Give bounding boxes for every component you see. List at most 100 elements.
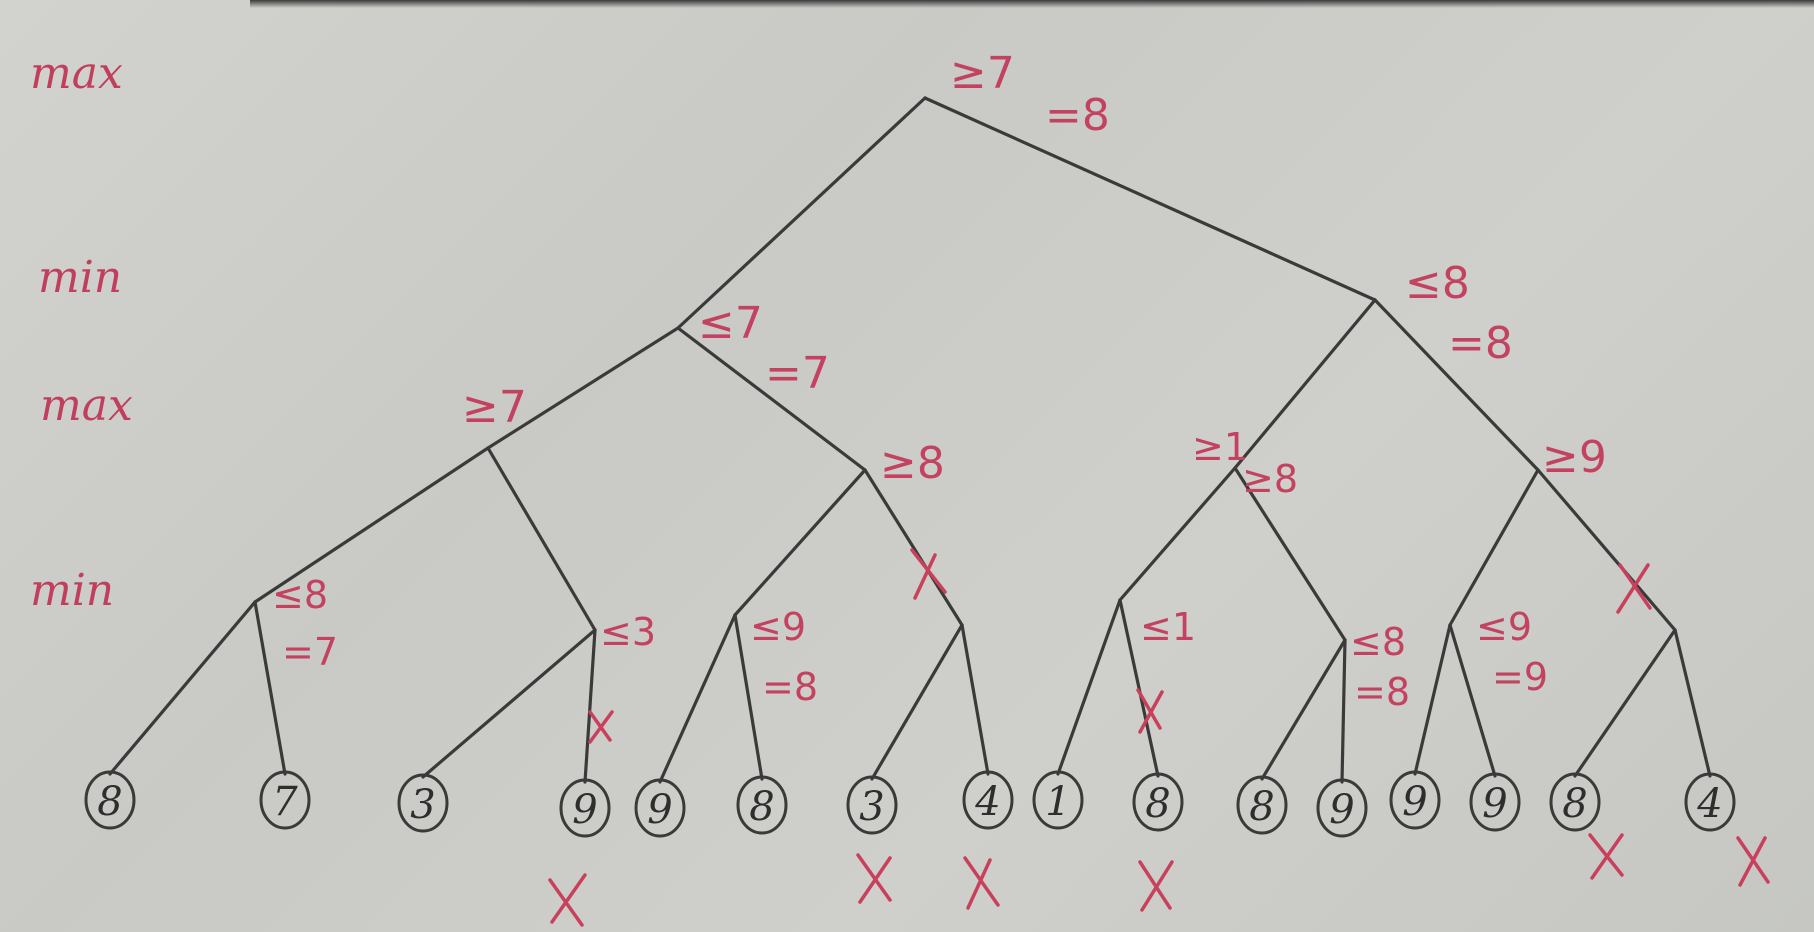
leaf-value: 9: [572, 787, 597, 833]
min-right-value: =8: [1448, 318, 1513, 369]
max-rr-bound: ≥9: [1542, 432, 1607, 483]
prune-mark-leaf-4: [548, 873, 587, 927]
leaf-circle: [84, 770, 136, 830]
min-2-bound: ≤3: [600, 610, 656, 654]
leaf-circle: [397, 773, 449, 833]
leaf-value: 4: [1696, 781, 1722, 827]
tree-edge-mR-xRR: [1373, 298, 1540, 472]
leaf-node-8: 4: [962, 770, 1014, 830]
prune-mark-leaf-16: [1736, 836, 1770, 887]
prune-mark-leaf-15: [1588, 833, 1624, 880]
leaf-edge-5: [658, 613, 737, 784]
leaf-circle: [634, 778, 686, 838]
min-1-bound: ≤8: [272, 573, 328, 617]
leaf-node-5: 9: [634, 778, 686, 838]
min-5-bound: ≤1: [1140, 605, 1196, 649]
leaf-node-7: 3: [846, 775, 898, 835]
leaf-node-4: 9: [559, 778, 611, 838]
leaf-circle: [1684, 772, 1736, 832]
tree-edge-mL-xLL: [486, 326, 680, 450]
leaf-value: 7: [272, 779, 298, 825]
prune-mark-edge-min5: [1136, 688, 1164, 734]
leaf-edge-10: [1118, 598, 1160, 778]
leaf-node-13: 9: [1389, 770, 1441, 830]
leaf-circle: [1236, 775, 1288, 835]
prune-mark-leaf-7: [856, 853, 892, 904]
min-3-bound: ≤9: [750, 605, 806, 649]
max-rl-bound: ≥1: [1192, 425, 1248, 469]
tree-edge-xLR-n3: [733, 468, 867, 617]
leaf-edge-8: [960, 623, 990, 776]
prune-mark-leaf-10: [1138, 860, 1174, 912]
leaf-value: 1: [1045, 779, 1070, 825]
leaf-circle: [1549, 772, 1601, 832]
leaf-circle: [1032, 770, 1084, 830]
min-7-value: =9: [1492, 655, 1548, 699]
min-1-value: =7: [282, 630, 338, 674]
min-left-bound: ≤7: [698, 298, 763, 349]
min-3-value: =8: [762, 665, 818, 709]
leaf-edge-15: [1573, 628, 1677, 778]
leaf-edge-9: [1056, 598, 1122, 776]
leaf-circle: [1469, 772, 1521, 832]
leaf-value: 8: [749, 784, 774, 830]
leaf-node-11: 8: [1236, 775, 1288, 835]
tree-edge-xLL-n2: [486, 446, 597, 632]
leaf-circle: [736, 775, 788, 835]
leaf-edge-4: [583, 628, 597, 784]
leaf-value: 8: [1249, 784, 1274, 830]
leaf-node-9: 1: [1032, 770, 1084, 830]
leaf-circle: [962, 770, 1014, 830]
leaf-node-2: 7: [259, 770, 311, 830]
max-lr-bound: ≥8: [880, 438, 945, 489]
leaf-node-10: 8: [1132, 772, 1184, 832]
leaf-value: 4: [974, 779, 1000, 825]
tree-edge-root-mL: [676, 96, 927, 330]
root-value: =8: [1045, 90, 1110, 141]
leaf-circle: [259, 770, 311, 830]
leaf-circle: [1132, 772, 1184, 832]
tree-edge-mL-xLR: [676, 326, 867, 472]
leaf-edge-7: [870, 623, 964, 781]
tree-edges: [108, 96, 1712, 784]
leaf-node-3: 3: [397, 773, 449, 833]
leaf-edge-3: [421, 628, 597, 779]
leaf-value: 8: [1145, 781, 1170, 827]
tree-edge-xRL-n6: [1233, 466, 1347, 642]
level-label-max-2: max: [40, 380, 133, 431]
max-rl-value: ≥8: [1242, 457, 1298, 501]
leaf-node-14: 9: [1469, 772, 1521, 832]
prune-mark-edge-maxlr: [910, 548, 947, 600]
leaf-circle: [1316, 778, 1368, 838]
leaf-value: 9: [647, 787, 672, 833]
tree-edge-xLR-n4: [863, 468, 964, 627]
leaf-node-6: 8: [736, 775, 788, 835]
min-6-bound: ≤8: [1350, 620, 1406, 664]
level-label-min-1: min: [38, 252, 122, 303]
leaf-value: 8: [97, 779, 122, 825]
leaf-circle: [559, 778, 611, 838]
tree-edge-xRR-n8: [1536, 468, 1677, 632]
leaf-value: 9: [1329, 787, 1354, 833]
prune-mark-edge-maxrr: [1616, 563, 1652, 614]
leaf-edge-6: [733, 613, 764, 781]
page-edge-shadow: [250, 0, 1814, 8]
leaf-value: 3: [410, 782, 435, 828]
leaf-circle: [846, 775, 898, 835]
leaf-edge-12: [1340, 638, 1347, 784]
min-right-bound: ≤8: [1405, 258, 1470, 309]
leaf-edge-2: [253, 600, 287, 776]
max-ll-bound: ≥7: [462, 382, 527, 433]
level-label-min-2: min: [30, 565, 114, 616]
leaf-edge-1: [108, 600, 257, 776]
leaf-node-16: 4: [1684, 772, 1736, 832]
prune-mark-edge-min2: [588, 710, 614, 744]
leaf-value: 9: [1402, 779, 1427, 825]
leaf-edge-13: [1413, 623, 1452, 776]
prune-mark-leaf-8: [963, 856, 1000, 910]
leaf-edge-16: [1673, 628, 1712, 778]
root-bound: ≥7: [950, 48, 1015, 99]
